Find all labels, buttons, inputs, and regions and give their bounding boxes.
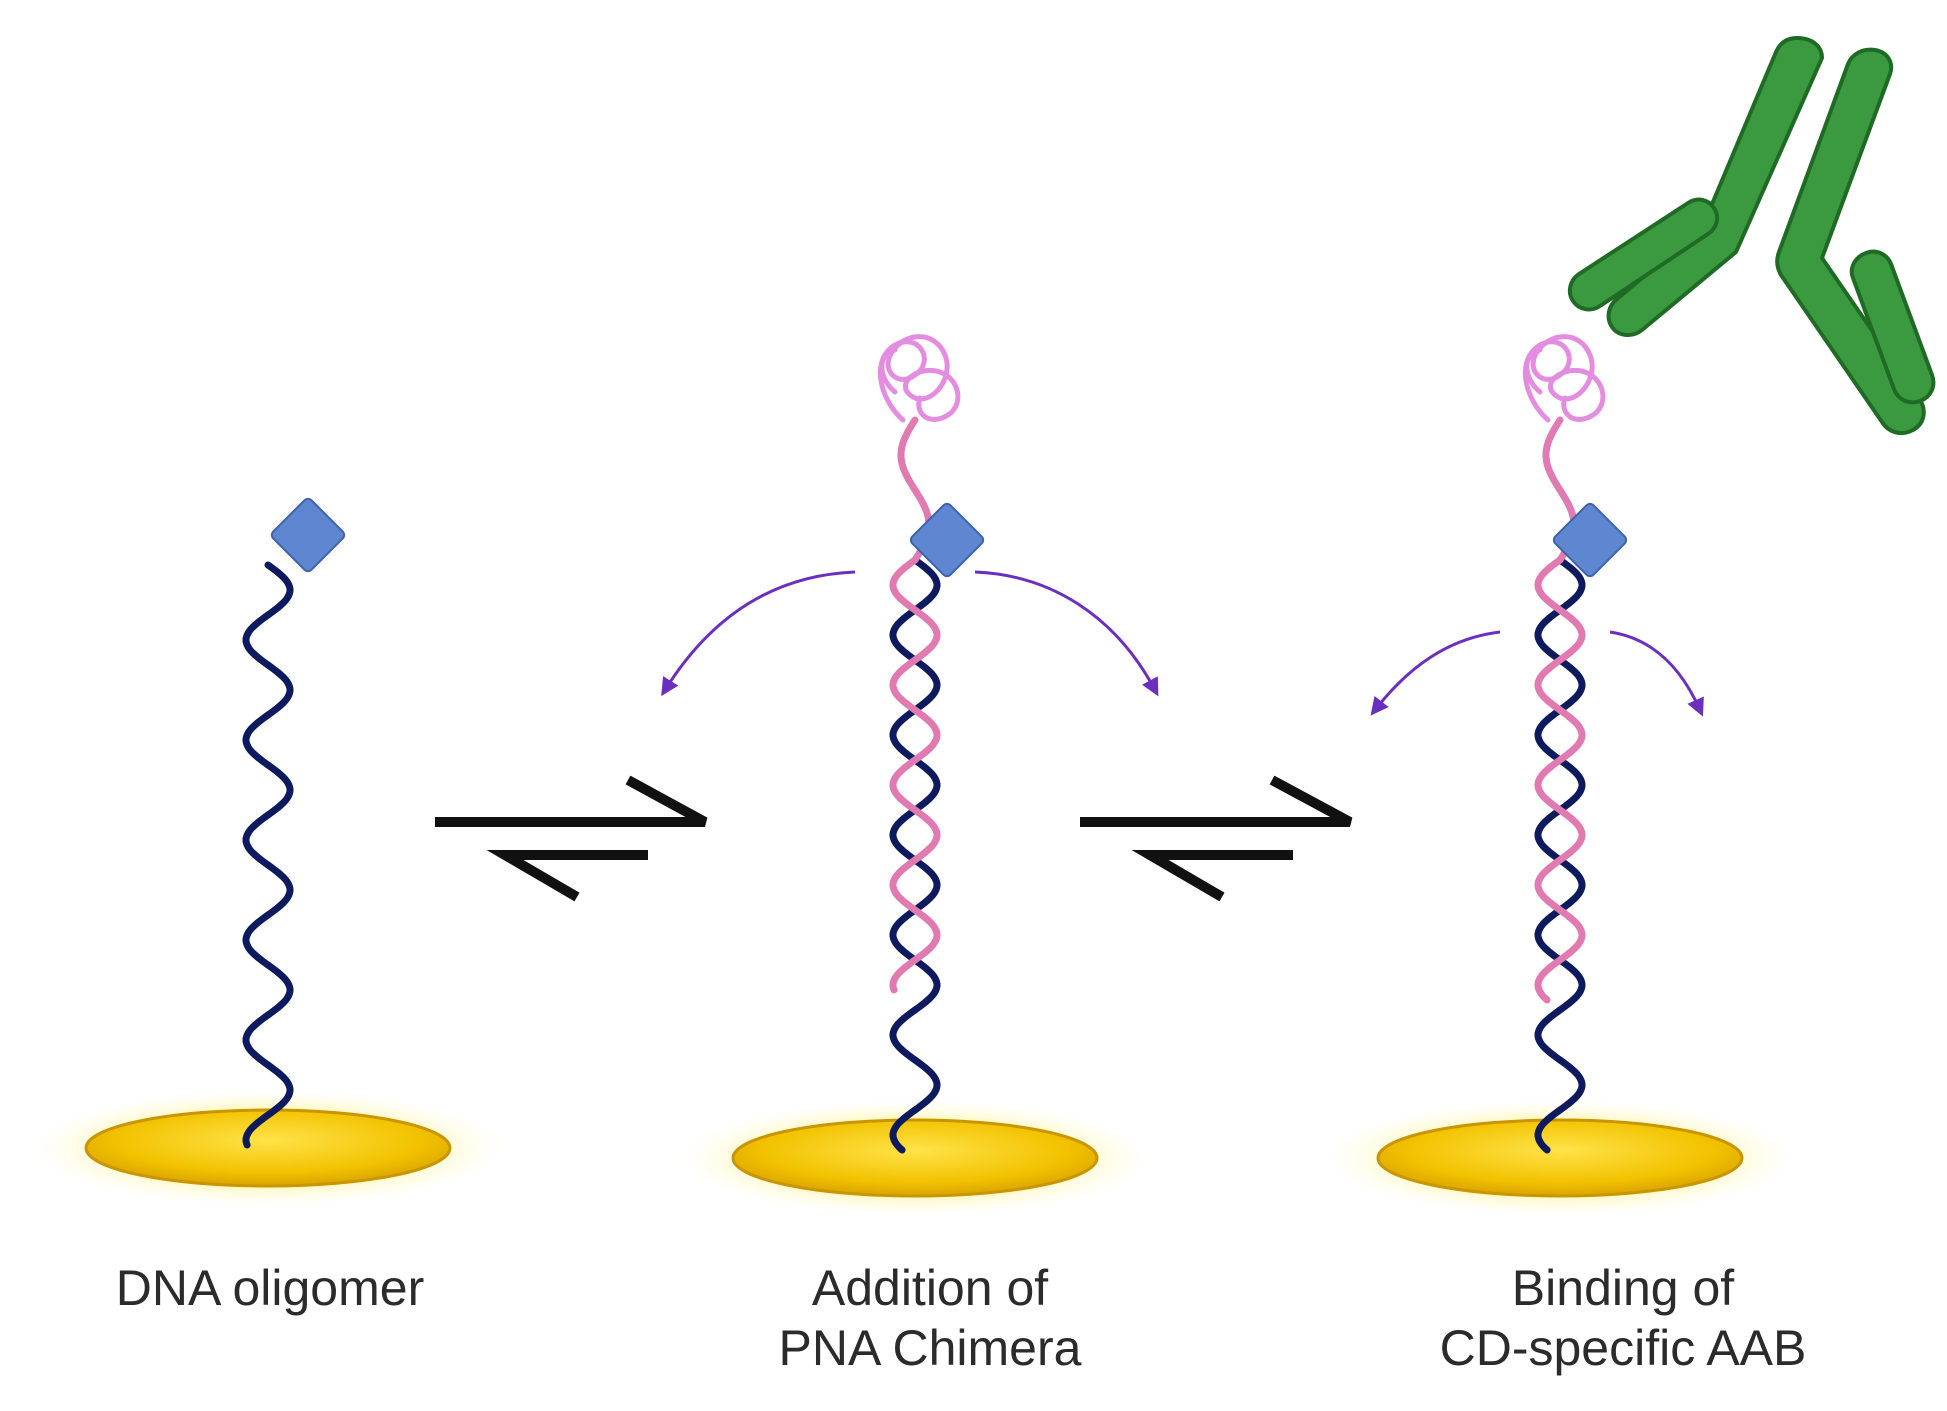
pna-chimera-icon [878,334,961,423]
dna-strand-icon [242,561,294,1149]
caption-line: Binding of [1511,1260,1735,1316]
equilibrium-arrow-icon [1080,775,1353,902]
stage-1-dna-oligomer [33,497,503,1206]
dissociation-arrow-right [974,570,1159,697]
stage-3-caption: Binding of CD-specific AAB [1398,1258,1848,1378]
pna-strand-icon [889,556,941,994]
gold-nanoparticle-icon [680,1100,1150,1216]
caption-line: DNA oligomer [115,1260,425,1316]
tag-icon [909,502,985,578]
gold-nanoparticle-icon [33,1090,503,1206]
antibody-icon [1567,36,1936,436]
caption-line: Addition of [811,1260,1049,1316]
gold-nanoparticle-icon [1325,1100,1795,1216]
stage-2-caption: Addition of PNA Chimera [705,1258,1155,1378]
pna-chimera-icon [1523,334,1606,423]
pna-strand-icon [1534,556,1586,1004]
caption-line: CD-specific AAB [1439,1320,1807,1376]
dissociation-arrow-left [661,570,856,697]
tag-icon [270,497,346,573]
stage-2-pna-chimera [661,334,1159,1216]
stage-1-caption: DNA oligomer [45,1258,495,1318]
dissociation-arrow-right [1609,630,1704,717]
tag-icon [1552,502,1628,578]
stage-3-antibody-binding [1325,36,1936,1216]
caption-line: PNA Chimera [778,1320,1082,1376]
equilibrium-arrow-icon [435,775,708,902]
dissociation-arrow-left [1370,630,1501,716]
